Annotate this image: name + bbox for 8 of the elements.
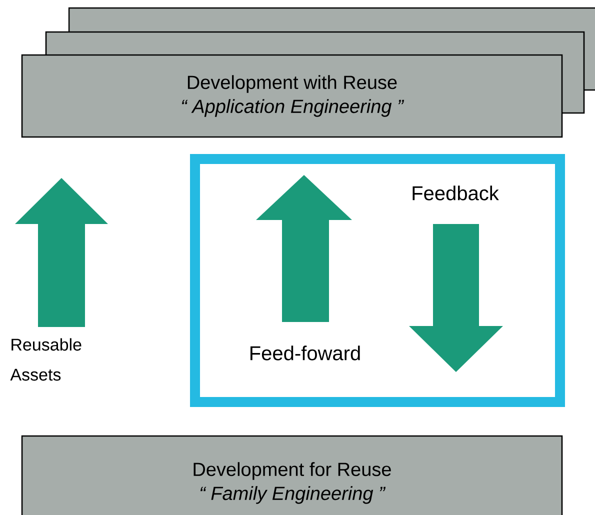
arrow-label: Feed-foward — [250, 346, 360, 360]
stacked-box: Development with Reuse “ Application Engineering ” — [21, 7, 595, 138]
arrow-label: Reusable Assets — [10, 338, 82, 381]
frame-box — [190, 154, 565, 407]
arrow-label: Feedback — [412, 186, 499, 200]
process-box: Development for Reuse “ Family Engineering ” — [21, 435, 563, 515]
node-label: “ Application Engineering ” — [182, 99, 404, 117]
node-label: Development with Reuse — [188, 75, 397, 93]
